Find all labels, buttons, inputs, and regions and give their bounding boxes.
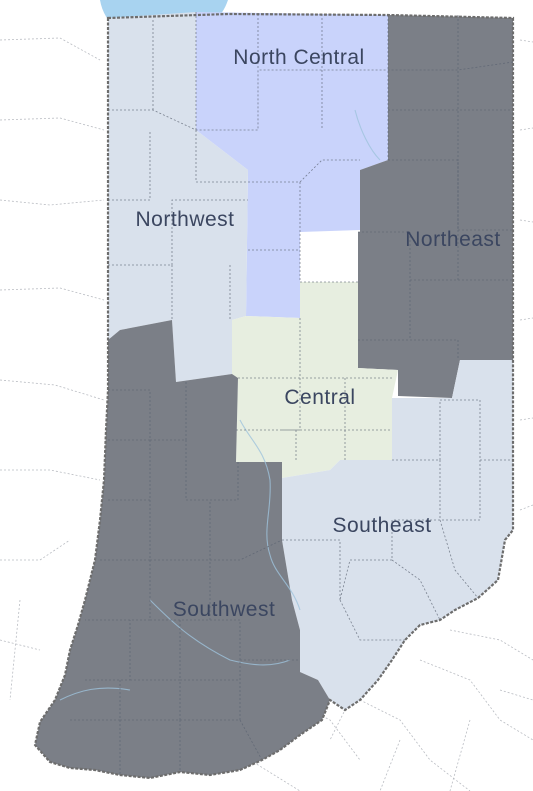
label-north-central: North Central — [233, 46, 364, 69]
region-southeast — [282, 360, 513, 710]
region-north-central — [196, 12, 388, 318]
region-southwest — [35, 320, 330, 778]
region-labels: North Central Northwest Northeast Centra… — [135, 46, 500, 621]
label-northwest: Northwest — [135, 208, 234, 231]
label-southwest: Southwest — [173, 598, 276, 621]
label-northeast: Northeast — [405, 228, 501, 251]
region-northwest — [108, 12, 248, 382]
region-central — [232, 282, 398, 478]
region-fills — [35, 12, 513, 778]
label-central: Central — [284, 386, 355, 409]
state-border — [33, 12, 515, 780]
county-boundaries — [70, 12, 514, 775]
label-southeast: Southeast — [332, 514, 431, 537]
rivers — [59, 109, 381, 701]
region-northeast — [358, 15, 513, 398]
